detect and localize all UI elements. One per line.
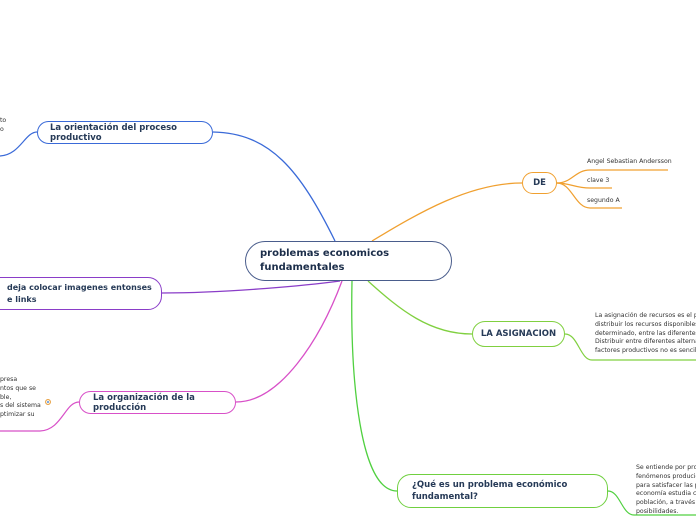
organizacion-fragment-line: s del sistema — [0, 402, 41, 410]
topic-organizacion-label: La organización de la producción — [93, 392, 195, 413]
topic-asignacion[interactable]: LA ASIGNACION — [472, 321, 565, 347]
branch-que — [351, 280, 398, 492]
topic-orientacion-label: La orientación del proceso productivo — [50, 122, 178, 143]
central-topic-line-2: fundamentales — [260, 262, 345, 273]
organizacion-fragment-line: ptimizar su — [0, 411, 35, 419]
asignacion-description[interactable]: La asignación de recursos es el proc dis… — [595, 312, 696, 356]
sub-de-line-3 — [556, 182, 622, 209]
central-topic[interactable]: problemas economicos fundamentales — [245, 241, 452, 281]
topic-links[interactable]: deja colocar imagenes entonses e links — [0, 277, 162, 310]
topic-organizacion[interactable]: La organización de la producción — [79, 391, 236, 414]
sub-asignacion-line — [564, 333, 696, 361]
branch-asignacion — [367, 280, 473, 335]
organizacion-fragment-line: ble, — [0, 393, 12, 401]
branch-links — [161, 280, 341, 294]
asignacion-text-line: factores productivos no es sencillo. — [595, 347, 696, 355]
de-item-clave[interactable]: clave 3 — [587, 177, 610, 184]
topic-links-line-1: deja colocar imagenes entonses — [7, 282, 152, 292]
de-item-author[interactable]: Angel Sebastian Andersson — [587, 158, 672, 165]
topic-problema-line-1: ¿Qué es un problema económico — [412, 480, 568, 490]
topic-de-label: DE — [533, 178, 546, 188]
asignacion-text-line: Distribuir entre diferentes alternativ — [595, 338, 696, 346]
asignacion-text-line: determinado, entre las diferentes alt — [595, 329, 696, 337]
central-topic-line-1: problemas economicos — [260, 248, 390, 259]
asignacion-text-line: La asignación de recursos es el proc — [595, 312, 696, 319]
organizacion-fragment: presa ntos que se ble, s del sistema pti… — [0, 376, 41, 420]
topic-asignacion-label: LA ASIGNACION — [480, 329, 557, 339]
organizacion-fragment-line: presa — [0, 376, 18, 383]
topic-orientacion[interactable]: La orientación del proceso productivo — [37, 121, 213, 144]
branch-de — [371, 182, 523, 242]
problema-text-line: economía estudia cóm — [636, 490, 696, 498]
de-item-grado[interactable]: segundo A — [587, 197, 620, 204]
problema-text-line: fenómenos producido — [636, 472, 696, 480]
asignacion-text-line: distribuir los recursos disponibles en — [595, 320, 696, 328]
topic-problema-line-2: fundamental? — [412, 492, 478, 502]
topic-problema-economico[interactable]: ¿Qué es un problema económico fundamenta… — [397, 474, 608, 508]
orientacion-fragment: to o — [0, 117, 6, 135]
sub-orientacion-line — [0, 131, 38, 157]
sub-de-line-1 — [556, 169, 668, 184]
problema-description[interactable]: Se entiende por probl fenómenos producid… — [636, 464, 696, 517]
problema-text-line: posibilidades. — [636, 507, 679, 515]
sub-organizacion-line — [0, 401, 80, 432]
topic-links-line-2: e links — [7, 294, 37, 304]
orientacion-fragment-line: to — [0, 117, 7, 124]
organizacion-fragment-line: ntos que se — [0, 384, 36, 392]
sub-que-line — [607, 490, 696, 516]
problema-text-line: población, a través de — [636, 499, 696, 507]
topic-de[interactable]: DE — [522, 172, 557, 194]
problema-text-line: para satisfacer las pr — [636, 481, 696, 489]
problema-text-line: Se entiende por probl — [636, 464, 696, 471]
branch-orientacion — [212, 131, 336, 242]
link-icon — [45, 399, 51, 405]
branch-organizacion — [235, 280, 343, 403]
orientacion-fragment-line: o — [0, 125, 4, 133]
